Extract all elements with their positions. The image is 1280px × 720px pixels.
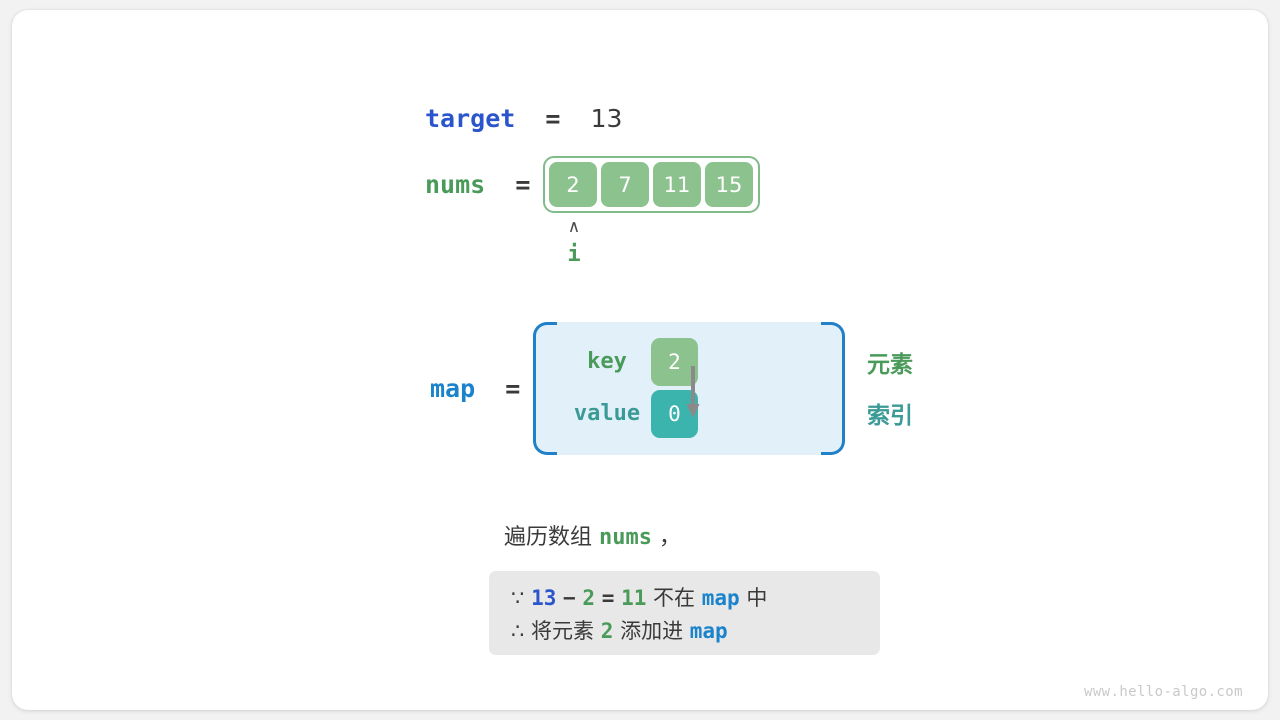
conclusion-box: ∵ 13 − 2 = 11 不在 map 中 ∴ 将元素 2 添加进 map (489, 571, 880, 655)
therefore-symbol-icon: ∴ (511, 619, 525, 643)
legend-index-label: 索引 (867, 403, 913, 429)
map-container: key 2 value 0 (533, 322, 845, 455)
because-symbol-icon: ∵ (511, 586, 525, 610)
target-declaration: target = 13 (425, 103, 622, 135)
conclusion-not-in-text: 不在 (646, 586, 702, 610)
array-cell: 15 (705, 162, 753, 207)
index-caret-icon: ∧ (567, 217, 581, 237)
conclusion-added-value: 2 (600, 619, 614, 643)
map-declaration: map = (430, 373, 520, 405)
map-key-row: key 2 (563, 338, 698, 386)
target-value: 13 (590, 104, 623, 133)
nums-array-container: 2 7 11 15 (543, 156, 760, 213)
site-watermark: www.hello-algo.com (1084, 684, 1243, 700)
map-value-row: value 0 (563, 390, 698, 438)
conclusion-line-2: ∴ 将元素 2 添加进 map (511, 615, 858, 648)
map-key-cell: 2 (651, 338, 698, 386)
explanation-comma: ， (651, 525, 681, 550)
legend-element-label: 元素 (867, 352, 913, 378)
nums-declaration: nums = (425, 169, 530, 201)
conclusion-complement-value: 11 (621, 586, 647, 610)
map-variable-name: map (430, 374, 476, 403)
conclusion-into-text: 添加进 (613, 619, 690, 643)
conclusion-line1-tail: 中 (739, 586, 768, 610)
map-value-cell: 0 (651, 390, 698, 438)
diagram-card: target = 13 nums = 2 7 11 15 ∧ i map = k… (12, 10, 1268, 710)
array-cell: 2 (549, 162, 597, 207)
map-key-label: key (587, 349, 627, 374)
explanation-text: 遍历数组 (504, 525, 599, 550)
index-pointer-label: i (567, 242, 581, 267)
conclusion-line-1: ∵ 13 − 2 = 11 不在 map 中 (511, 582, 858, 615)
explanation-code-nums: nums (599, 525, 652, 550)
array-cell: 7 (601, 162, 649, 207)
map-value-label: value (573, 401, 641, 426)
array-cell: 11 (653, 162, 701, 207)
nums-variable-name: nums (425, 170, 486, 199)
conclusion-current-value: 2 (582, 586, 596, 610)
target-variable-name: target (425, 104, 516, 133)
minus-operator: − (563, 586, 576, 610)
conclusion-map-ref: map (689, 619, 728, 643)
map-equals-sign: = (505, 374, 521, 403)
conclusion-target-value: 13 (531, 586, 557, 610)
nums-equals-sign: = (515, 170, 531, 199)
explanation-heading: 遍历数组 nums ， (504, 523, 681, 553)
equals-operator: = (601, 586, 615, 610)
conclusion-add-text: 将元素 (524, 619, 601, 643)
conclusion-map-ref: map (701, 586, 740, 610)
target-equals-sign: = (545, 104, 561, 133)
